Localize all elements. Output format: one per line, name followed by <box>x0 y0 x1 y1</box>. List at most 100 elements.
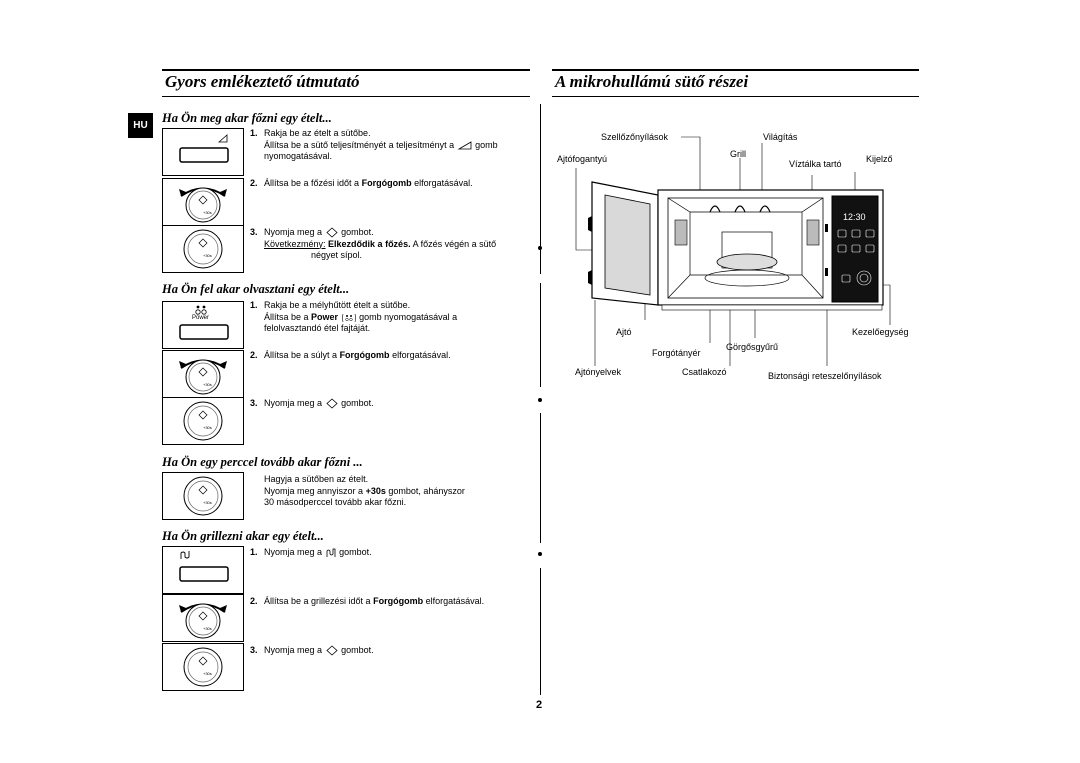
step-line: Hagyja a sütőben az ételt. <box>264 474 369 484</box>
label-roller: Görgősgyűrű <box>726 342 779 352</box>
step-line: Nyomja meg a <box>264 227 323 237</box>
step-bold: Power <box>311 311 339 322</box>
right-title-top-rule <box>552 69 919 71</box>
start-dial-illustration: +30s <box>162 397 244 445</box>
dial-label: +30s <box>203 671 212 676</box>
step-line: Nyomja meg a <box>264 398 323 408</box>
start-icon <box>325 398 338 409</box>
language-tab: HU <box>128 113 153 138</box>
label-hinges: Ajtónyelvek <box>575 367 622 377</box>
power-level-icon <box>457 140 472 150</box>
step-bold: +30s <box>365 485 386 496</box>
step-bold: Forgógomb <box>373 596 424 606</box>
section-title-cook: Ha Ön meg akar főzni egy ételt... <box>162 111 332 125</box>
power-button-illustration: Power <box>162 301 244 349</box>
dial-label: +30s <box>203 626 212 631</box>
microwave-diagram <box>575 136 891 366</box>
dial-label: +30s <box>203 210 212 215</box>
result-text: négyet sípol. <box>311 250 363 260</box>
bullet-dot <box>538 246 542 250</box>
label-control: Kezelőegység <box>852 327 909 337</box>
step-line: Nyomja meg a <box>264 645 323 655</box>
result-text: A főzés végén a sütő <box>412 238 497 249</box>
step-line: Állítsa be a grillezési időt a <box>264 596 371 606</box>
step-text: 2. Állítsa be a súlyt a Forgógomb elforga… <box>250 350 451 362</box>
step-number: 2. <box>250 596 258 606</box>
step-text: 3.Nyomja meg a gombot. <box>250 645 374 657</box>
step-text: 1. Rakja be az ételt a sütőbe. Állítsa be… <box>250 128 498 163</box>
step-line: elforgatásával. <box>425 596 485 606</box>
label-safety: Biztonsági reteszelőnyílások <box>768 371 882 381</box>
dial-turn-illustration: +30s <box>162 350 244 398</box>
step-text: 1.Rakja be a mélyhűtött ételt a sütőbe. … <box>250 300 457 335</box>
defrost-icon <box>179 305 229 340</box>
step-text: Hagyja a sütőben az ételt. Nyomja meg an… <box>264 474 465 509</box>
step-line: Rakja be az ételt a sütőbe. <box>264 128 371 138</box>
power-level-button-illustration <box>162 128 244 176</box>
label-grill: Grill <box>730 149 746 159</box>
step-number: 1. <box>250 128 258 138</box>
grill-button-illustration <box>162 546 244 594</box>
result-bold: Elkezdődik a főzés. <box>328 238 411 249</box>
step-line: Állítsa be a főzési időt a <box>264 178 360 188</box>
step-line: elforgatásával. <box>414 178 473 188</box>
left-title-bottom-rule <box>162 96 530 97</box>
step-line: felolvasztandó étel fajtáját. <box>264 323 371 333</box>
step-text: 1. Nyomja meg a gombot. <box>250 547 372 559</box>
label-door: Ajtó <box>616 327 632 337</box>
start-dial-illustration: +30s <box>162 225 244 273</box>
section-title-extend: Ha Ön egy perccel tovább akar főzni ... <box>162 455 363 469</box>
dial-label: +30s <box>203 500 212 505</box>
dial-turn-illustration: +30s <box>162 594 244 642</box>
step-number: 3. <box>250 645 258 655</box>
center-divider <box>540 283 541 387</box>
result-label: Következmény: <box>264 238 326 249</box>
step-line: Állítsa be a súlyt a <box>264 350 338 360</box>
left-title-top-rule <box>162 69 530 71</box>
bullet-dot <box>538 552 542 556</box>
step-line: elforgatásával. <box>392 350 451 360</box>
step-line: gomb nyomogatásával a <box>359 311 458 322</box>
power-level-icon <box>179 134 229 163</box>
center-divider <box>540 104 541 274</box>
section-title-defrost: Ha Ön fel akar olvasztani egy ételt... <box>162 282 350 296</box>
label-coupler: Csatlakozó <box>682 367 727 377</box>
start-dial-illustration: +30s <box>162 643 244 691</box>
step-line: Állítsa be a sütő teljesítményét a telje… <box>264 139 455 150</box>
defrost-icon <box>341 313 356 322</box>
label-vents: Szellőzőnyílások <box>601 132 669 142</box>
step-number: 3. <box>250 398 258 408</box>
dial-label: +30s <box>203 382 212 387</box>
step-line: gombot. <box>339 547 372 557</box>
step-line: Nyomja meg a <box>264 547 323 557</box>
step-text: 2. Állítsa be a főzési időt a Forgógomb e… <box>250 178 473 190</box>
step-number: 2. <box>250 178 258 188</box>
start-dial-illustration: +30s <box>162 472 244 520</box>
step-bold: Forgógomb <box>361 178 412 188</box>
start-icon <box>325 645 338 656</box>
step-text: 2. Állítsa be a grillezési időt a Forgógo… <box>250 596 484 608</box>
step-line: nyomogatásával. <box>264 151 333 161</box>
right-page-title: A mikrohullámú sütő részei <box>555 72 749 91</box>
section-title-grill: Ha Ön grillezni akar egy ételt... <box>162 529 324 543</box>
center-divider <box>540 413 541 543</box>
dial-turn-illustration: +30s <box>162 178 244 226</box>
step-number: 1. <box>250 547 258 557</box>
step-line: gombot. <box>341 227 374 237</box>
step-text: 3.Nyomja meg a gombot. Következmény: Elk… <box>250 227 496 262</box>
bullet-dot <box>538 398 542 402</box>
label-turntable: Forgótányér <box>652 348 701 358</box>
step-line: gombot, ahányszor <box>388 485 465 496</box>
label-light: Világítás <box>763 132 798 142</box>
step-number: 2. <box>250 350 258 360</box>
step-line: gombot. <box>341 398 374 408</box>
start-icon <box>325 227 338 238</box>
label-handle: Ajtófogantyú <box>557 154 608 164</box>
label-tray: Víztálka tartó <box>789 159 842 169</box>
right-title-bottom-rule <box>552 96 919 97</box>
center-divider <box>540 568 541 695</box>
step-number: 1. <box>250 300 258 310</box>
step-line: gomb <box>475 139 498 150</box>
step-line: Állítsa be a <box>264 311 309 322</box>
step-bold: Forgógomb <box>339 350 390 360</box>
